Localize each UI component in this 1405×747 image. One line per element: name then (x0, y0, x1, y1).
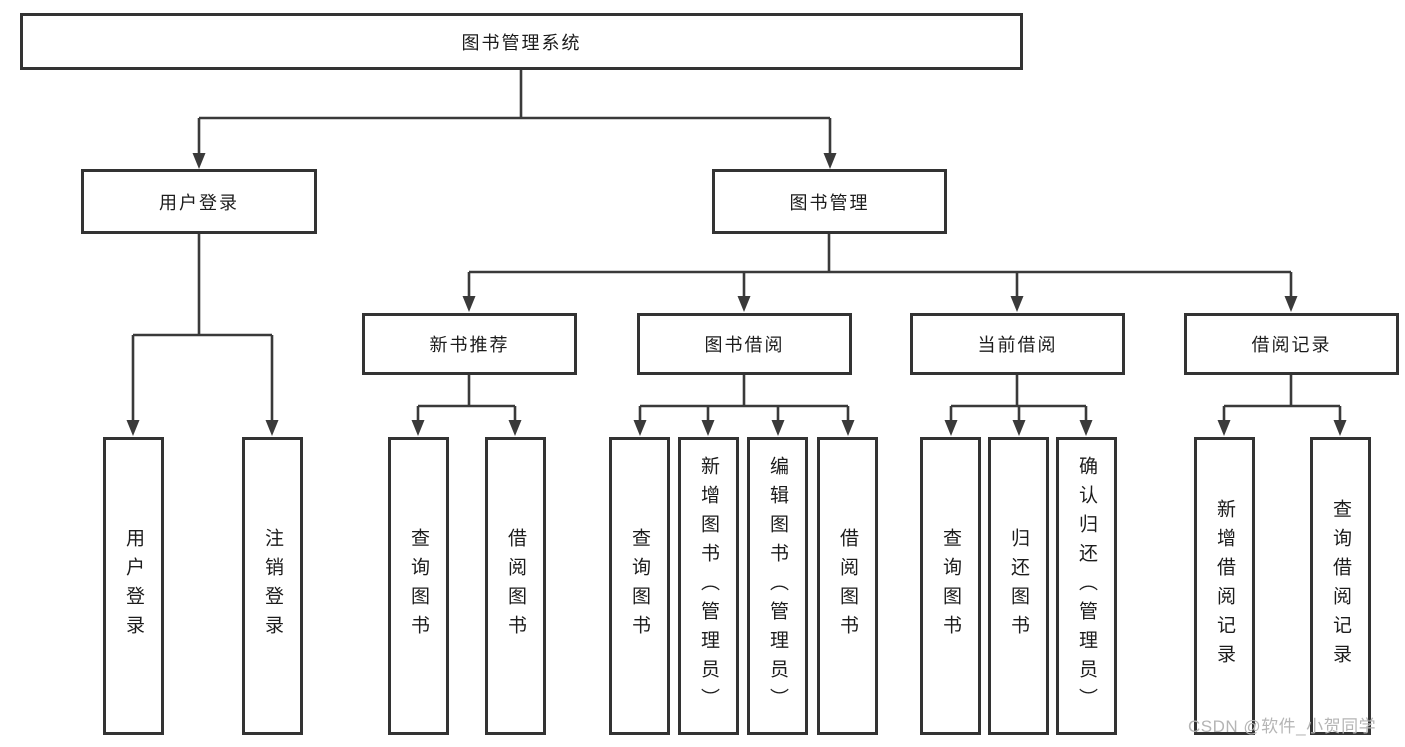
leaf-user-login: 用户登录 (103, 437, 164, 735)
node-book-management: 图书管理 (712, 169, 947, 234)
leaf-search-books-borrow: 查询图书 (609, 437, 670, 735)
node-borrow-records: 借阅记录 (1184, 313, 1399, 375)
leaf-edit-books-admin: 编辑图书（管理员） (747, 437, 808, 735)
node-root-system: 图书管理系统 (20, 13, 1023, 70)
node-user-login: 用户登录 (81, 169, 317, 234)
node-current-borrow: 当前借阅 (910, 313, 1125, 375)
leaf-confirm-return-admin: 确认归还（管理员） (1056, 437, 1117, 735)
leaf-logout: 注销登录 (242, 437, 303, 735)
leaf-search-borrow-record: 查询借阅记录 (1310, 437, 1371, 735)
node-book-borrow: 图书借阅 (637, 313, 852, 375)
leaf-borrow-books: 借阅图书 (817, 437, 878, 735)
csdn-watermark: CSDN @软件_小贺同学 (1188, 717, 1377, 736)
node-new-book-recommend: 新书推荐 (362, 313, 577, 375)
leaf-search-books-recommend: 查询图书 (388, 437, 449, 735)
leaf-return-books: 归还图书 (988, 437, 1049, 735)
leaf-search-books-current: 查询图书 (920, 437, 981, 735)
leaf-add-borrow-record: 新增借阅记录 (1194, 437, 1255, 735)
leaf-borrow-books-recommend: 借阅图书 (485, 437, 546, 735)
leaf-add-books-admin: 新增图书（管理员） (678, 437, 739, 735)
